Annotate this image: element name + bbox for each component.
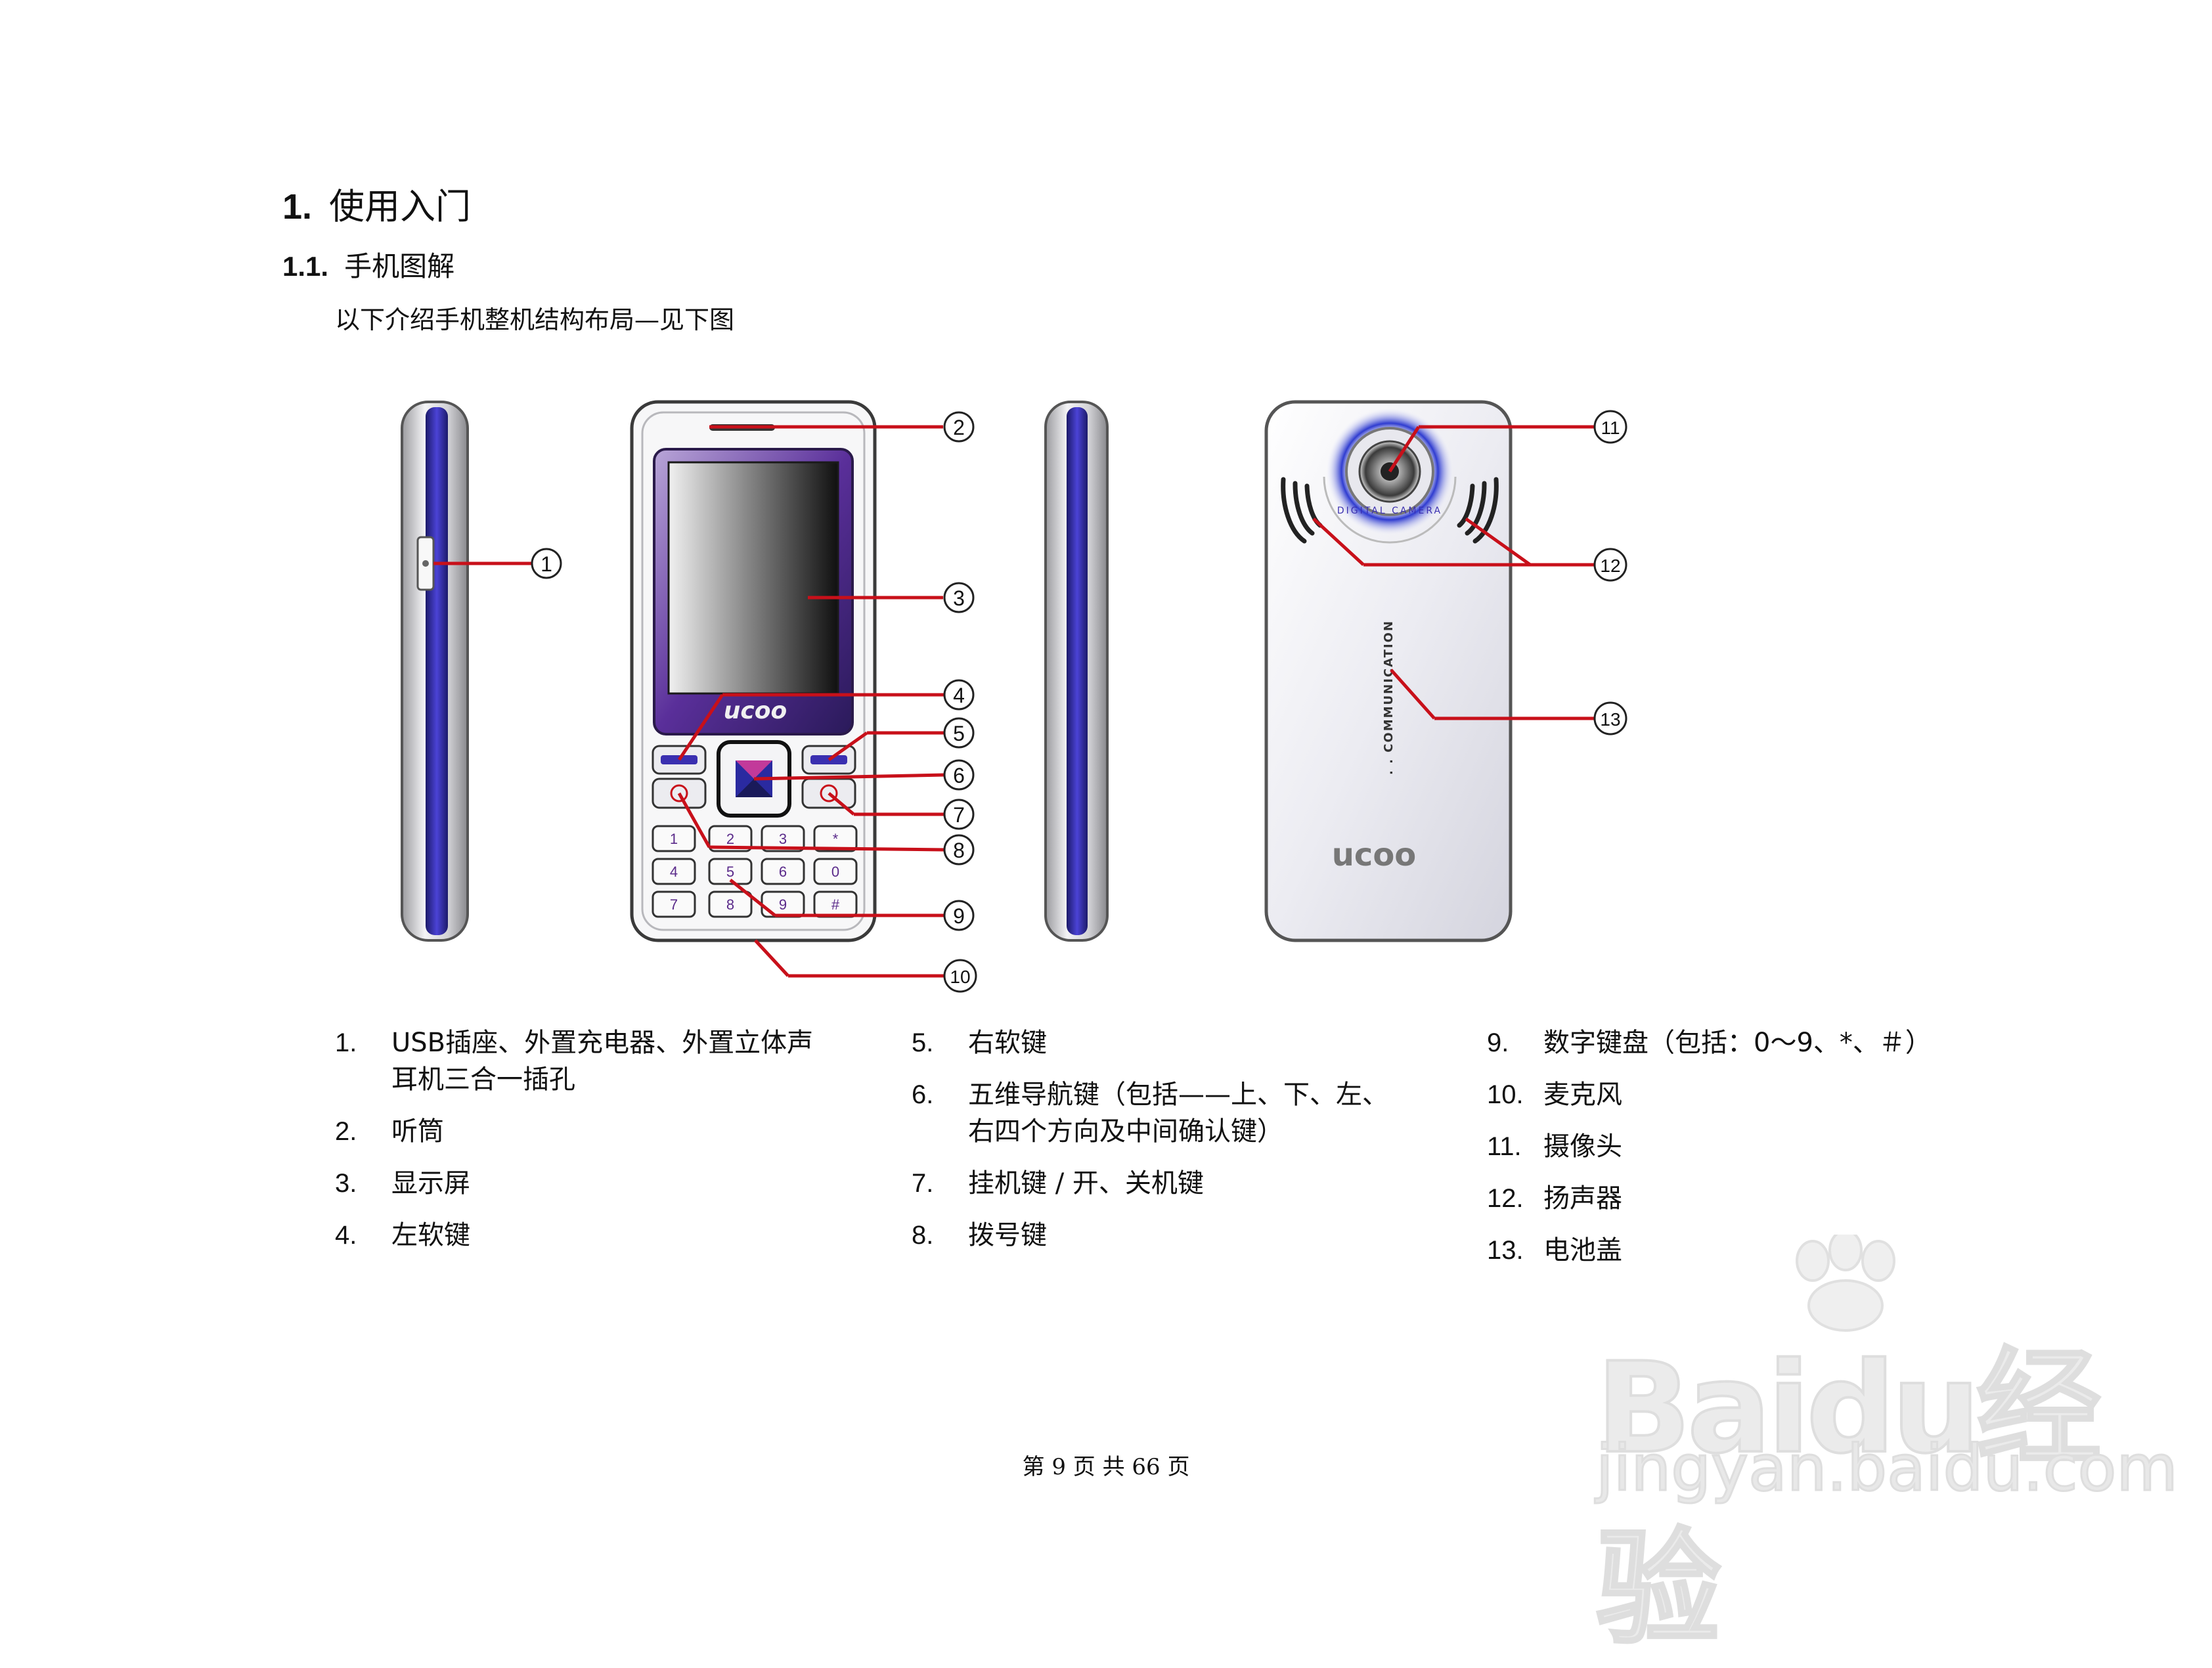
list-item: 9.数字键盘（包括：0～9、*、＃） xyxy=(1487,1028,1932,1058)
speaker-grille-right xyxy=(1457,477,1499,544)
section-heading: 1. 使用入门 xyxy=(282,184,471,230)
key-3: 3 xyxy=(779,831,787,847)
section-title: 使用入门 xyxy=(329,186,472,227)
list-item: 10.麦克风 xyxy=(1487,1080,1622,1110)
key-1: 1 xyxy=(670,831,678,847)
baidu-watermark: Baidu经验 jingyan.baidu.com xyxy=(1570,1235,2179,1663)
key-0: 0 xyxy=(831,864,839,880)
section-number: 1. xyxy=(282,187,313,227)
list-item: 5.右软键 xyxy=(912,1028,1047,1058)
key-4: 4 xyxy=(670,864,678,880)
key-hash: # xyxy=(831,896,840,913)
list-item: 4.左软键 xyxy=(335,1220,470,1250)
list-item: 13.电池盖 xyxy=(1487,1235,1622,1265)
list-item: 8.拨号键 xyxy=(912,1220,1047,1250)
intro-text: 以下介绍手机整机结构布局—见下图 xyxy=(335,305,735,334)
leader-lines xyxy=(433,425,1595,978)
list-item: 6.五维导航键（包括——上、下、左、右四个方向及中间确认键） xyxy=(912,1080,1388,1147)
back-brand-logo: ucoo xyxy=(1332,837,1417,873)
subsection-heading: 1.1. 手机图解 xyxy=(282,248,454,285)
back-communication-text: . . COMMUNICATION xyxy=(1382,620,1396,775)
keypad: 1 2 3 * 4 5 6 0 7 8 9 # xyxy=(652,825,858,918)
callout-3: 3 xyxy=(953,586,965,610)
list-item: 11.摄像头 xyxy=(1487,1131,1622,1162)
watermark-url: jingyan.baidu.com xyxy=(1595,1431,2179,1506)
parts-list-column-2: 5.右软键 6.五维导航键（包括——上、下、左、右四个方向及中间确认键） 7.挂… xyxy=(912,1024,1411,1269)
callout-4: 4 xyxy=(953,684,965,707)
callout-13: 13 xyxy=(1600,709,1620,730)
key-star: * xyxy=(833,831,839,847)
list-item: 3.显示屏 xyxy=(335,1168,470,1198)
page-footer: 第 9 页 共 66 页 xyxy=(1022,1454,1190,1480)
callout-9: 9 xyxy=(953,904,965,928)
key-7: 7 xyxy=(670,896,678,913)
phone-left-side xyxy=(401,401,469,942)
key-2: 2 xyxy=(726,831,734,847)
callout-10: 10 xyxy=(950,967,970,987)
list-item: 7.挂机键 / 开、关机键 xyxy=(912,1168,1204,1198)
camera-label: DIGITAL CAMERA xyxy=(1337,506,1442,516)
callout-5: 5 xyxy=(953,722,965,745)
key-6: 6 xyxy=(779,864,787,880)
parts-list-column-1: 1.USB插座、外置充电器、外置立体声耳机三合一插孔 2.听筒 3.显示屏 4.… xyxy=(335,1024,821,1269)
subsection-title: 手机图解 xyxy=(344,250,455,282)
callout-6: 6 xyxy=(953,764,965,787)
callout-11: 11 xyxy=(1601,418,1620,438)
phone-back: DIGITAL CAMERA . . COMMUNICATION ucoo xyxy=(1264,400,1513,942)
list-item: 2.听筒 xyxy=(335,1116,444,1147)
callout-8: 8 xyxy=(953,839,965,862)
key-8: 8 xyxy=(726,896,734,913)
phone-right-side xyxy=(1044,401,1109,942)
phone-diagram: ucoo 1 2 3 * 4 xyxy=(401,400,1627,993)
phone-front: ucoo 1 2 3 * 4 xyxy=(630,400,877,942)
paw-icon xyxy=(1796,1235,1895,1332)
callout-7: 7 xyxy=(953,803,965,827)
callout-12: 12 xyxy=(1600,556,1620,576)
subsection-number: 1.1. xyxy=(282,251,329,282)
key-9: 9 xyxy=(779,896,787,913)
list-item: 1.USB插座、外置充电器、外置立体声耳机三合一插孔 xyxy=(335,1028,814,1095)
callout-2: 2 xyxy=(953,416,965,439)
parts-list-column-3: 9.数字键盘（包括：0～9、*、＃） 10.麦克风 11.摄像头 12.扬声器 … xyxy=(1487,1024,1986,1284)
key-5: 5 xyxy=(726,864,734,880)
callouts: 1 2 3 4 5 6 7 8 9 10 11 12 13 xyxy=(531,410,1627,993)
list-item: 12.扬声器 xyxy=(1487,1183,1622,1214)
front-brand-logo: ucoo xyxy=(724,697,787,724)
callout-1: 1 xyxy=(541,552,552,576)
